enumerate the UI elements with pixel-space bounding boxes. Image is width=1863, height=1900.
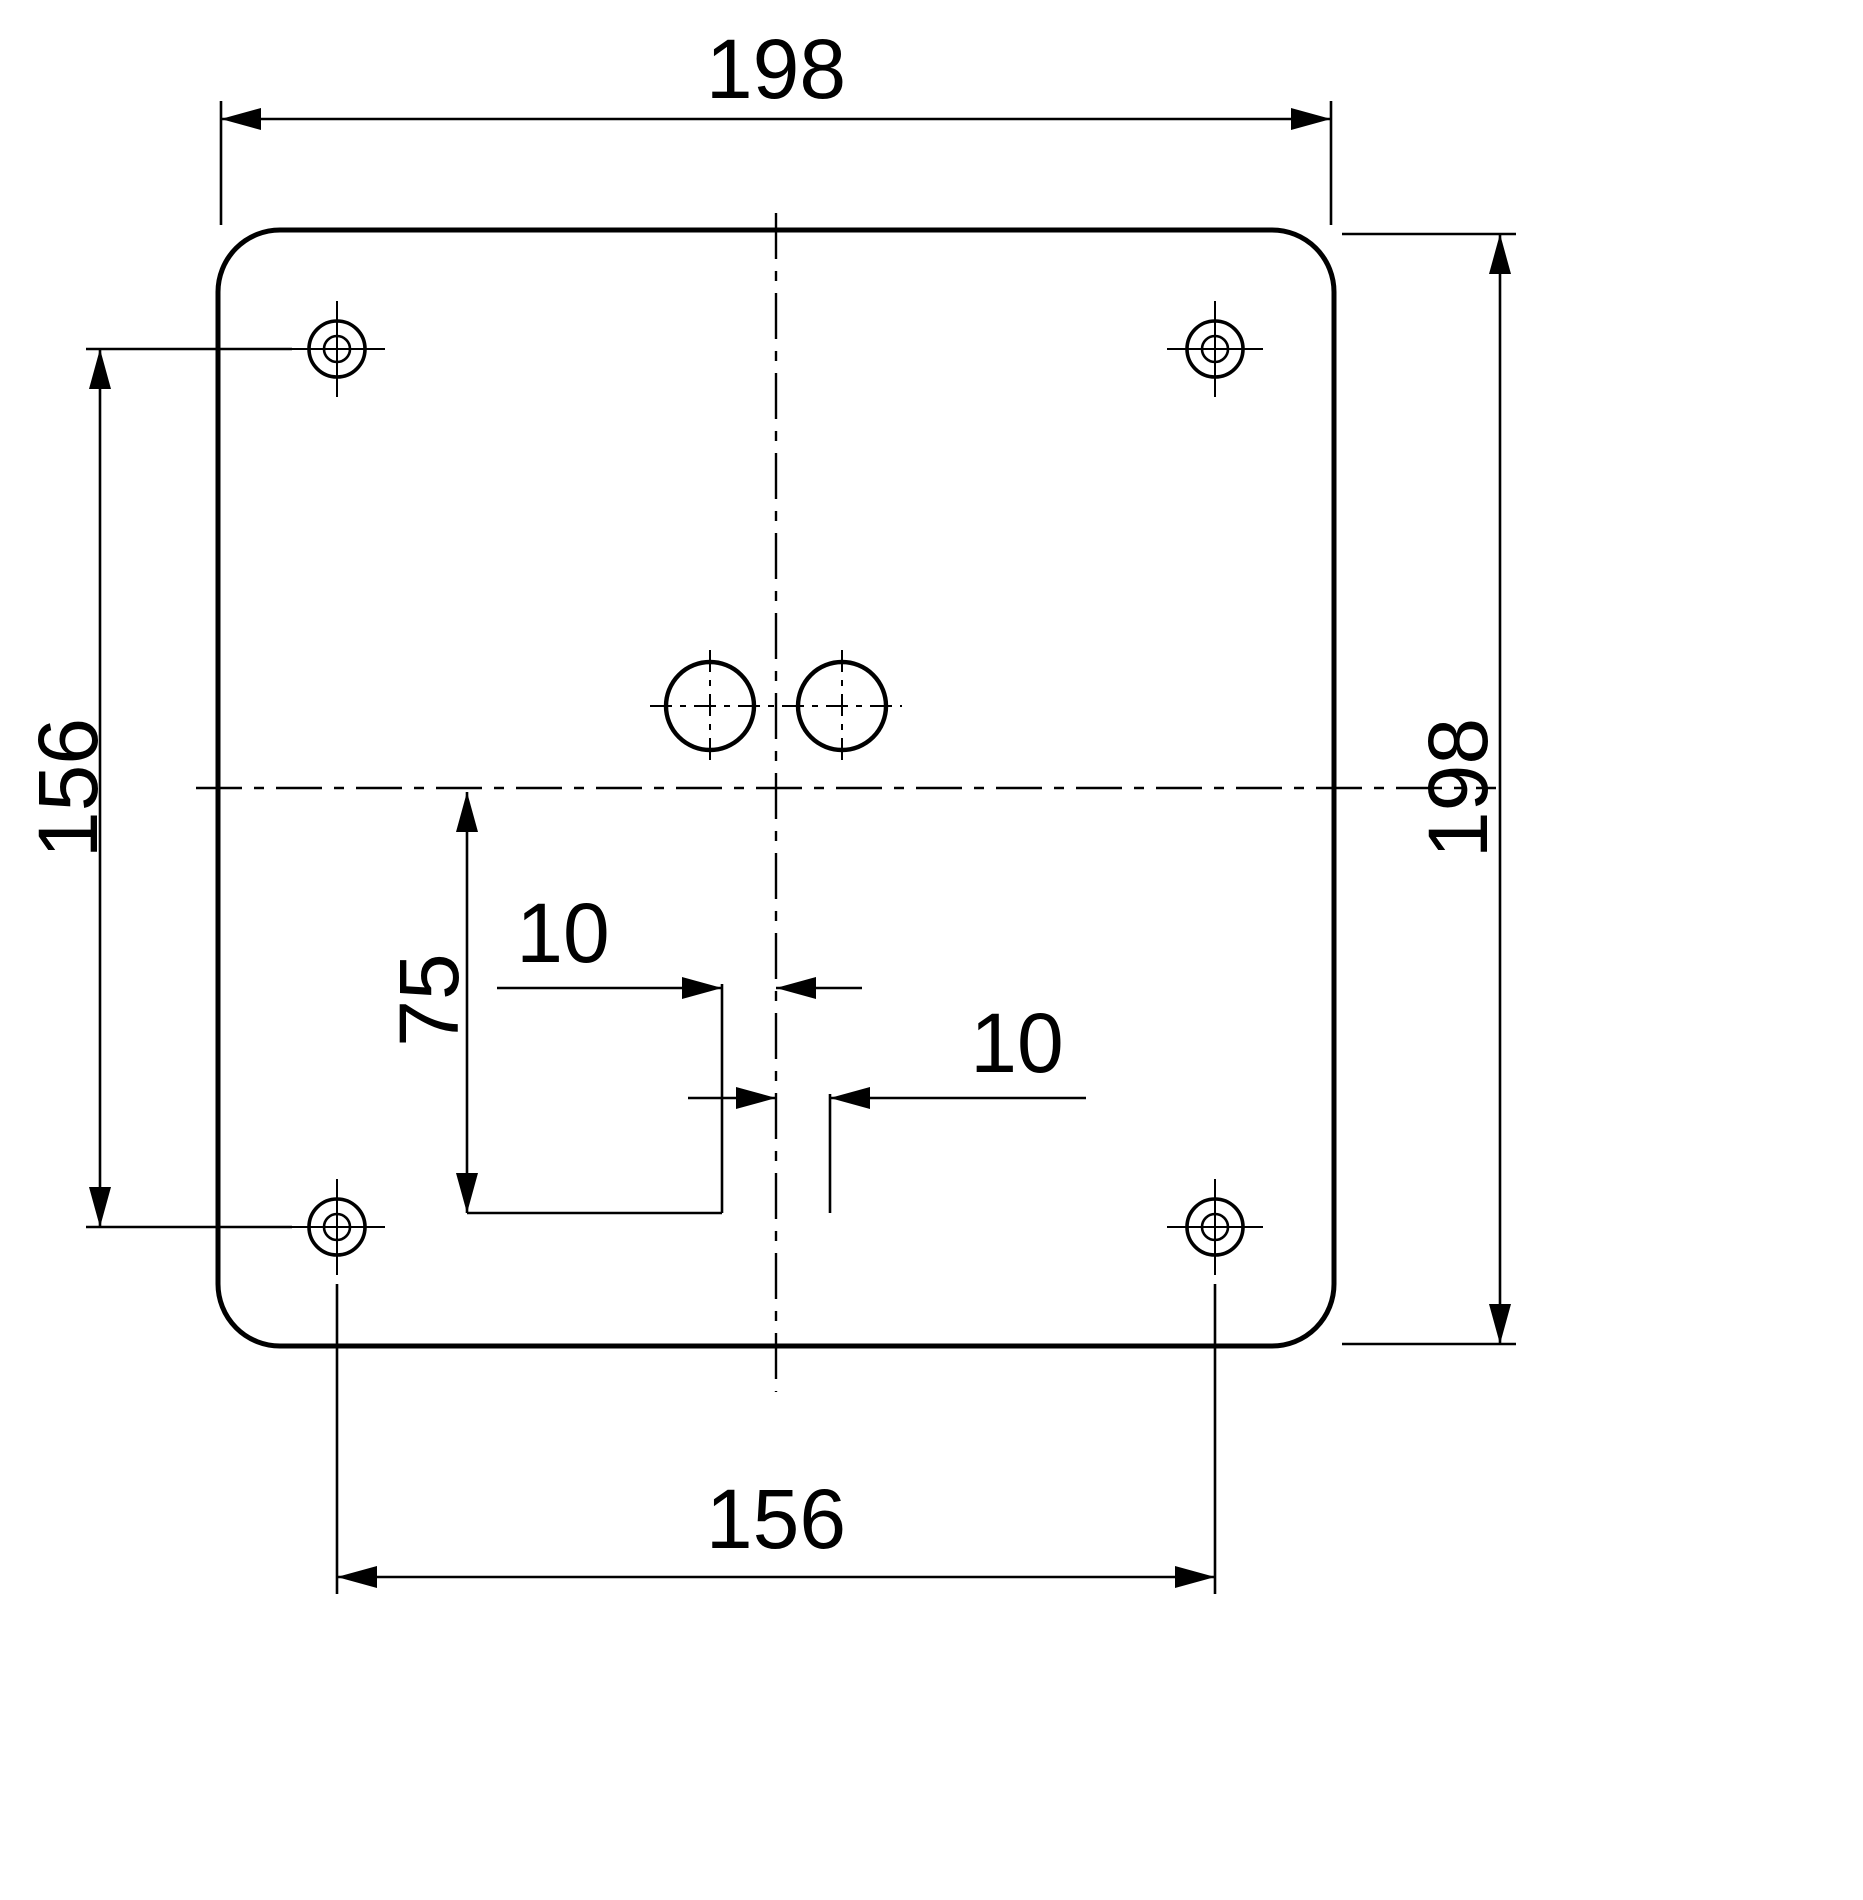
center-holes [650,650,902,762]
dimension-label: 75 [382,953,476,1046]
arrowhead-left-pointing [776,977,816,999]
dimension-label: 198 [1411,718,1505,858]
dimension-offset-10-right: 10 [688,996,1086,1213]
dimension-label: 198 [706,22,846,116]
arrowhead-left [337,1566,377,1588]
arrowhead-top [456,792,478,832]
dimension-offset-75: 75 [382,792,722,1215]
arrowhead-left-pointing [830,1087,870,1109]
dimension-label: 10 [516,886,609,980]
arrowhead-bottom [89,1187,111,1227]
dimension-label: 10 [970,996,1063,1090]
arrowhead-bottom [1489,1304,1511,1344]
dimension-top-width: 198 [219,22,1333,225]
corner-hole-top-left [289,301,385,397]
arrowhead-left [221,108,261,130]
dimension-right-height: 198 [1342,232,1516,1346]
dimension-bottom-hole-spacing: 156 [335,1284,1217,1594]
corner-hole-bottom-right [1167,1179,1263,1275]
arrowhead-right-pointing [682,977,722,999]
dimension-offset-10-left: 10 [497,886,862,1213]
arrowhead-right-pointing [736,1087,776,1109]
arrowhead-top [1489,234,1511,274]
arrowhead-bottom [456,1173,478,1213]
arrowhead-right [1291,108,1331,130]
corner-hole-top-right [1167,301,1263,397]
dimension-left-hole-spacing: 156 [21,347,292,1229]
dimension-label: 156 [21,718,115,858]
dimension-label: 156 [706,1472,846,1566]
arrowhead-top [89,349,111,389]
corner-hole-bottom-left [289,1179,385,1275]
arrowhead-right [1175,1566,1215,1588]
